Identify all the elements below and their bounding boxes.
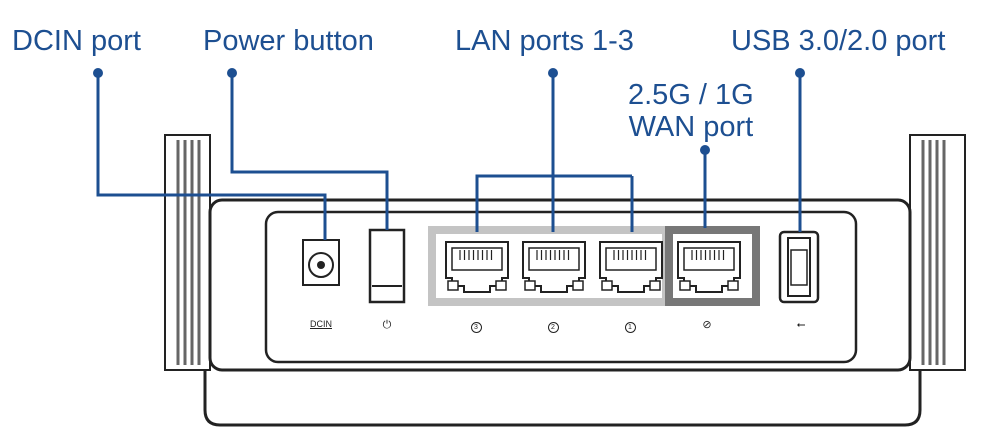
lan1-number: 1 <box>624 322 636 333</box>
right-vent-block <box>909 134 966 371</box>
wan-globe-icon: ⊘ <box>702 319 712 331</box>
wan-port-callout-line1: 2.5G / 1G <box>628 79 754 111</box>
left-vent-block <box>164 134 211 371</box>
dcin-label: DCIN <box>310 319 332 329</box>
lan-leader <box>475 73 555 232</box>
dcin-port-callout: DCIN port <box>12 25 141 57</box>
power-button-callout: Power button <box>203 25 374 57</box>
dcin-jack <box>302 239 340 286</box>
lan1-label: 1 <box>615 321 645 333</box>
wan-port <box>677 241 741 293</box>
lan2-port <box>522 241 586 293</box>
power-switch <box>368 228 406 304</box>
device-base <box>203 370 922 427</box>
lan2-number: 2 <box>547 322 559 333</box>
lan2-label: 2 <box>538 321 568 333</box>
power-leader <box>230 73 389 230</box>
wan-port-callout-line2: WAN port <box>628 110 754 143</box>
lan3-port <box>445 241 509 293</box>
usb-icon: ⭠ <box>796 319 806 331</box>
power-icon: ⏻ <box>382 319 392 331</box>
lan1-port <box>599 241 663 293</box>
lan3-label: 3 <box>461 321 491 333</box>
lan-ports-callout: LAN ports 1-3 <box>455 25 634 57</box>
lan3-number: 3 <box>470 322 482 333</box>
wan-port-callout: 2.5G / 1G WAN port <box>628 79 754 144</box>
usb-port <box>778 230 820 304</box>
dcin-leader <box>96 73 327 240</box>
usb-port-callout: USB 3.0/2.0 port <box>731 25 946 57</box>
